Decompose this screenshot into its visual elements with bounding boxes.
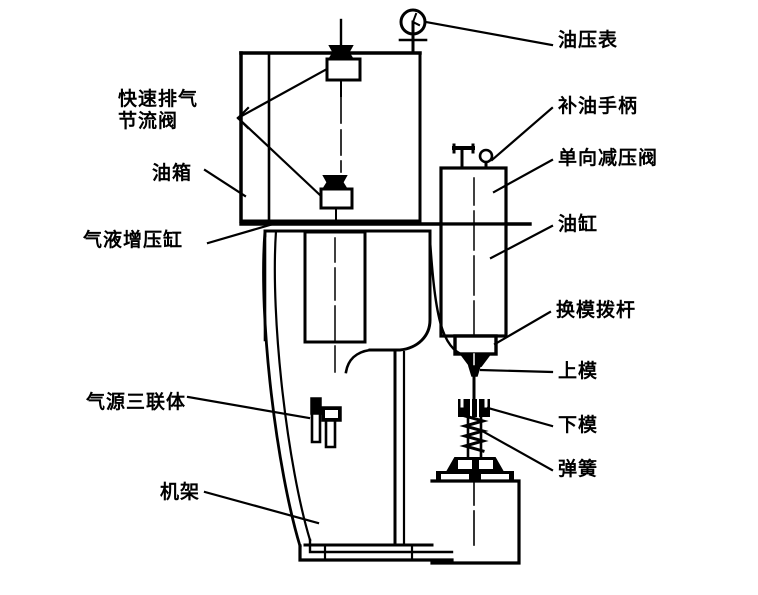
work-table bbox=[430, 479, 521, 565]
label-air-source-triplet: 气源三联体 bbox=[86, 391, 187, 413]
label-oil-cylinder: 油缸 bbox=[558, 213, 599, 235]
label-die-change-lever: 换模拨杆 bbox=[556, 299, 637, 321]
lever-block bbox=[453, 334, 498, 367]
label-oil-pressure-gauge: 油压表 bbox=[558, 29, 619, 51]
lower-die-block bbox=[458, 396, 490, 417]
label-quick-exhaust-throttle-valve: 快速排气 节流阀 bbox=[118, 88, 198, 133]
spring-coil bbox=[459, 414, 489, 460]
frame-body bbox=[262, 229, 472, 562]
label-lower-die: 下模 bbox=[558, 414, 599, 436]
lower-valve bbox=[319, 175, 354, 225]
frl-unit bbox=[310, 397, 342, 449]
label-oil-refill-handle: 补油手柄 bbox=[558, 95, 639, 117]
label-machine-frame: 机架 bbox=[160, 481, 201, 503]
leader-lines bbox=[186, 20, 554, 525]
die-base-flange bbox=[436, 457, 514, 482]
label-line-1: 快速排气 bbox=[118, 88, 199, 110]
upper-die-punch bbox=[467, 365, 482, 402]
label-spring: 弹簧 bbox=[558, 458, 599, 480]
label-line-2: 节流阀 bbox=[118, 110, 179, 133]
upper-valve bbox=[325, 18, 362, 97]
pressure-gauge-dial bbox=[398, 8, 428, 55]
label-upper-die: 上模 bbox=[558, 360, 599, 382]
cylinder-body bbox=[439, 143, 508, 338]
label-one-way-pressure-reducer: 单向减压阀 bbox=[558, 147, 659, 169]
label-oil-tank: 油箱 bbox=[152, 162, 193, 184]
label-air-hydraulic-booster: 气液增压缸 bbox=[83, 229, 184, 251]
